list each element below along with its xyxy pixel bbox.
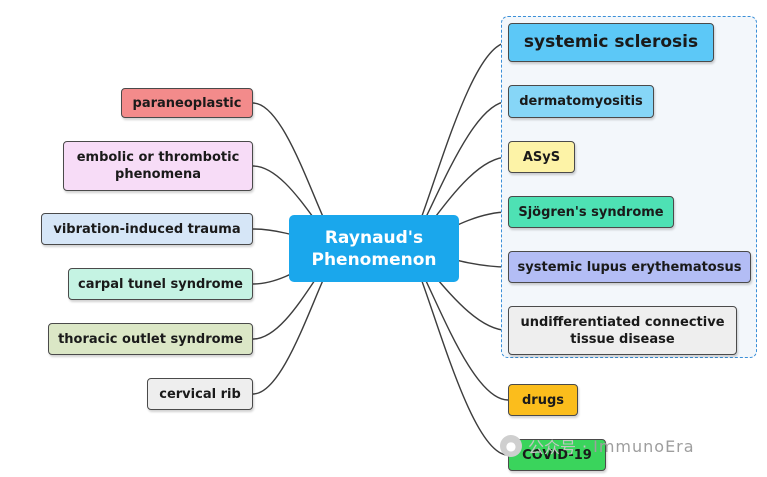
central-node-raynauds-phenomenon: Raynaud's Phenomenon xyxy=(289,215,459,282)
node-dermatomyositis: dermatomyositis xyxy=(508,85,654,118)
node-systemic-sclerosis: systemic sclerosis xyxy=(508,23,714,62)
node-label: thoracic outlet syndrome xyxy=(58,331,243,347)
node-label: systemic sclerosis xyxy=(523,32,699,52)
watermark-separator: · xyxy=(582,436,588,456)
node-paraneoplastic: paraneoplastic xyxy=(121,88,253,118)
node-label: drugs xyxy=(521,392,564,408)
watermark-text: 公众号 xyxy=(528,438,577,457)
central-node-label-line1: Raynaud's xyxy=(324,227,424,248)
node-carpal-tunel-syndrome: carpal tunel syndrome xyxy=(68,268,253,300)
node-embolic-thrombotic: embolic or thrombotic phenomena xyxy=(63,141,253,191)
watermark: ● 公众号 · ImmunoEra xyxy=(500,434,695,458)
node-cervical-rib: cervical rib xyxy=(147,378,253,410)
connective-tissue-disease-group xyxy=(501,16,757,358)
node-label: Sjögren's syndrome xyxy=(518,204,664,220)
node-vibration-induced-trauma: vibration-induced trauma xyxy=(41,213,253,245)
node-label: COVID-19 xyxy=(522,447,592,463)
node-label: systemic lupus erythematosus xyxy=(517,259,742,275)
wechat-icon: ● xyxy=(500,435,522,457)
watermark-brand: ImmunoEra xyxy=(593,436,695,456)
node-sjogrens-syndrome: Sjögren's syndrome xyxy=(508,196,674,228)
node-label: undifferentiated connective tissue disea… xyxy=(520,314,725,347)
node-label: paraneoplastic xyxy=(132,95,242,111)
node-label: cervical rib xyxy=(159,386,241,402)
node-systemic-lupus-erythematosus: systemic lupus erythematosus xyxy=(508,251,751,283)
node-label: embolic or thrombotic phenomena xyxy=(76,150,240,182)
node-label: carpal tunel syndrome xyxy=(78,276,243,292)
node-label: vibration-induced trauma xyxy=(53,221,241,237)
node-drugs: drugs xyxy=(508,384,578,416)
node-undifferentiated-ctd: undifferentiated connective tissue disea… xyxy=(508,306,737,355)
node-label: ASyS xyxy=(522,149,561,165)
node-thoracic-outlet-syndrome: thoracic outlet syndrome xyxy=(48,323,253,355)
node-asys: ASyS xyxy=(508,141,575,173)
node-label: dermatomyositis xyxy=(519,94,643,109)
central-node-label-line2: Phenomenon xyxy=(311,249,437,270)
node-covid-19: COVID-19 xyxy=(508,439,606,471)
